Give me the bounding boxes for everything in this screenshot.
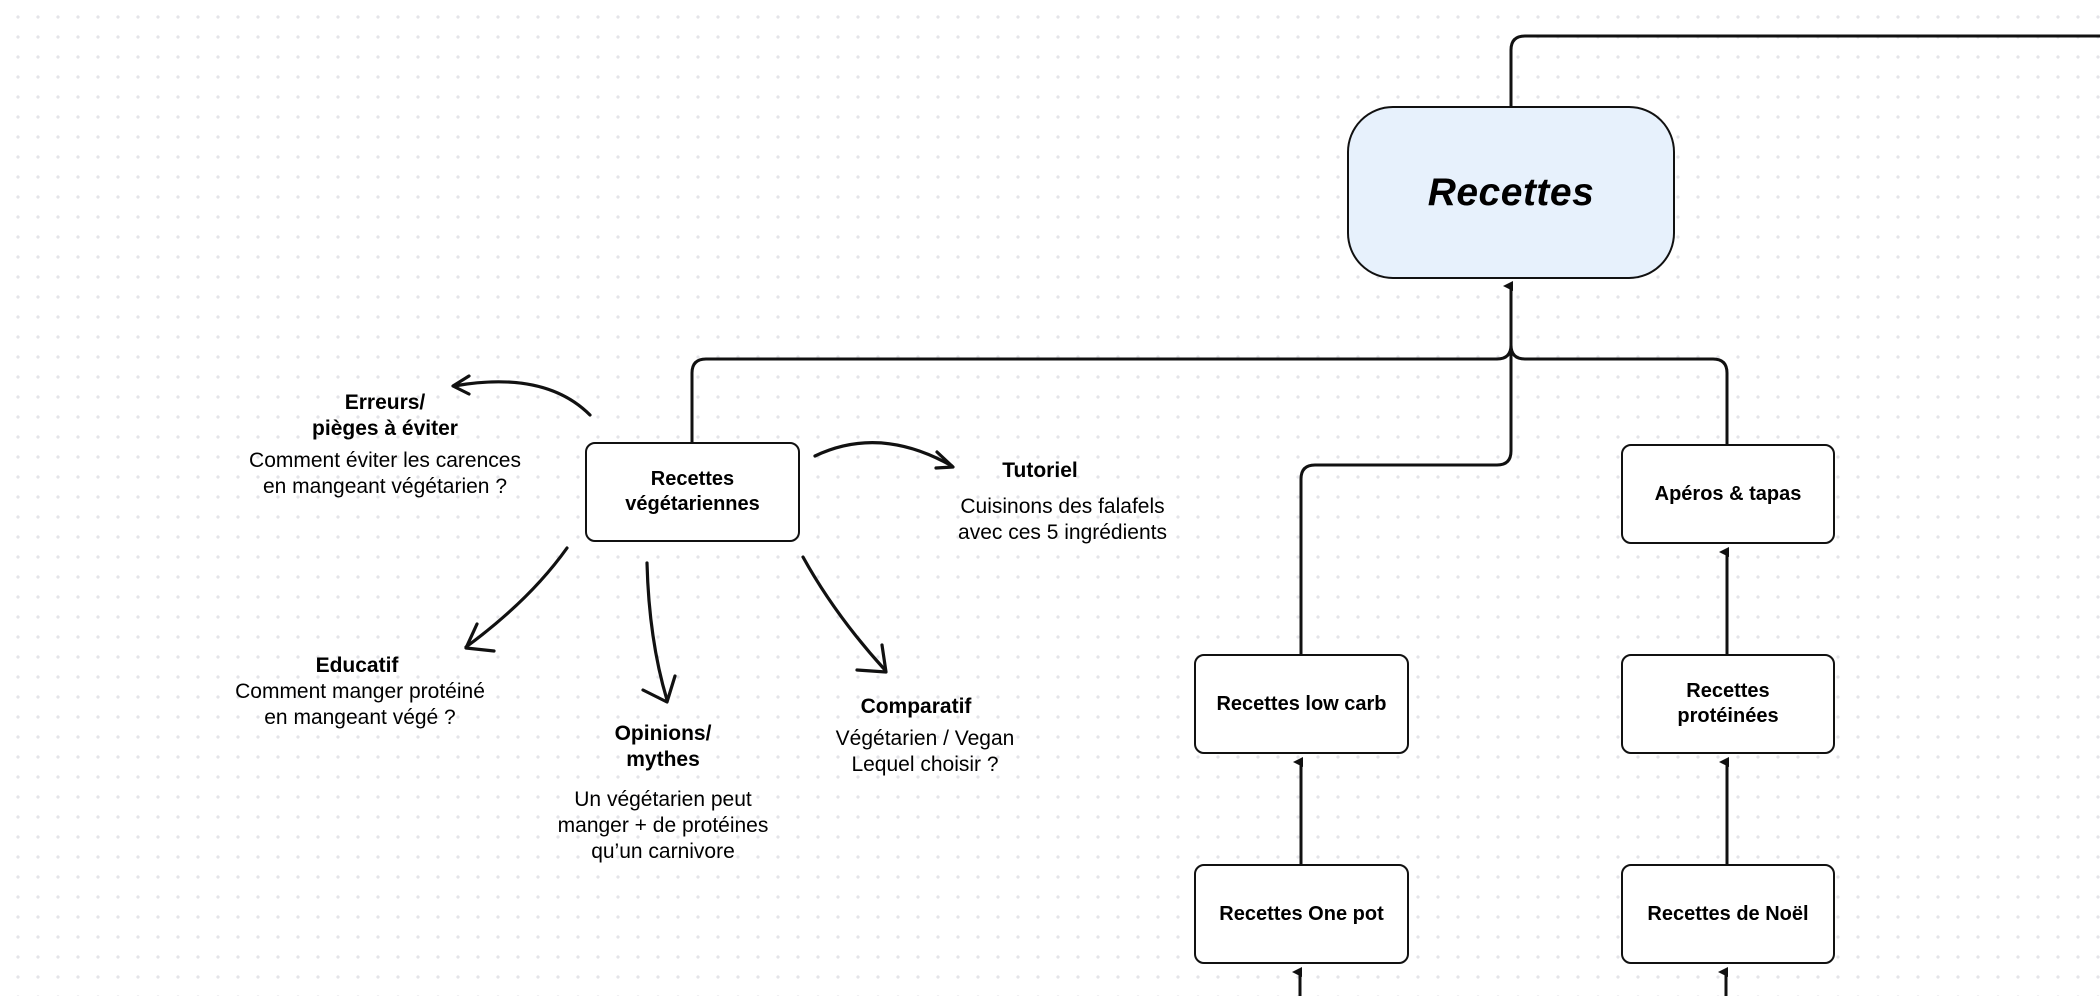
- node-label: Recettes protéinées: [1677, 680, 1779, 727]
- edge-aperos-to-root[interactable]: [1509, 343, 1729, 446]
- note-erreurs[interactable]: Erreurs/ pièges à éviter Comment éviter …: [249, 390, 521, 500]
- node-recettes-vegetariennes[interactable]: Recettes végétariennes: [585, 442, 800, 542]
- note-body: Végétarien / Vegan Lequel choisir ?: [835, 727, 1015, 776]
- node-recettes-proteinees[interactable]: Recettes protéinées: [1621, 654, 1835, 754]
- note-title: Educatif: [315, 654, 399, 677]
- sketch-arrow-opinions: [645, 561, 669, 702]
- sketch-arrow-educatif-head: [464, 622, 496, 653]
- node-recettes-one-pot[interactable]: Recettes One pot: [1194, 864, 1409, 964]
- note-title: Opinions/ mythes: [614, 722, 712, 771]
- edge-lowcarb-to-root[interactable]: [1299, 288, 1513, 656]
- sketch-arrow-erreurs-head: [451, 374, 471, 396]
- note-body: Cuisinons des falafels avec ces 5 ingréd…: [958, 495, 1167, 544]
- sketch-arrow-opinions-head: [641, 674, 677, 704]
- node-recettes-low-carb[interactable]: Recettes low carb: [1194, 654, 1409, 754]
- sketch-arrow-comparatif-head: [855, 643, 888, 674]
- note-tutoriel[interactable]: Tutoriel Cuisinons des falafels avec ces…: [913, 458, 1167, 546]
- note-body: Comment éviter les carences en mangeant …: [249, 449, 521, 498]
- node-label: Apéros & tapas: [1654, 482, 1802, 505]
- sketch-arrow-educatif: [464, 546, 569, 649]
- sketch-arrow-tutoriel-head: [934, 450, 955, 470]
- node-label: Recettes de Noël: [1647, 902, 1809, 925]
- node-recettes-root[interactable]: Recettes: [1347, 106, 1675, 279]
- sketch-arrow-erreurs: [452, 380, 592, 417]
- node-label: Recettes: [1427, 171, 1595, 214]
- node-aperos-tapas[interactable]: Apéros & tapas: [1621, 444, 1835, 544]
- node-label: Recettes One pot: [1219, 902, 1384, 925]
- note-title: Comparatif: [860, 695, 972, 718]
- note-body: Comment manger protéiné en mangeant végé…: [235, 680, 485, 729]
- node-label: Recettes végétariennes: [625, 468, 760, 515]
- sketch-arrow-tutoriel: [813, 441, 954, 468]
- note-educatif[interactable]: Educatif Comment manger protéiné en mang…: [235, 653, 485, 731]
- edge-vegetariennes-to-root[interactable]: [690, 281, 1513, 444]
- note-body: Un végétarien peut manger + de protéines…: [557, 788, 769, 863]
- node-recettes-noel[interactable]: Recettes de Noël: [1621, 864, 1835, 964]
- sketch-arrow-comparatif: [801, 555, 887, 672]
- node-label: Recettes low carb: [1216, 692, 1387, 715]
- note-title: Erreurs/ pièges à éviter: [312, 391, 458, 440]
- edge-root-to-right[interactable]: [1509, 34, 2100, 108]
- note-opinions[interactable]: Opinions/ mythes Un végétarien peut mang…: [558, 721, 769, 865]
- note-title: Tutoriel: [1002, 459, 1078, 482]
- note-comparatif[interactable]: Comparatif Végétarien / Vegan Lequel cho…: [836, 694, 1015, 778]
